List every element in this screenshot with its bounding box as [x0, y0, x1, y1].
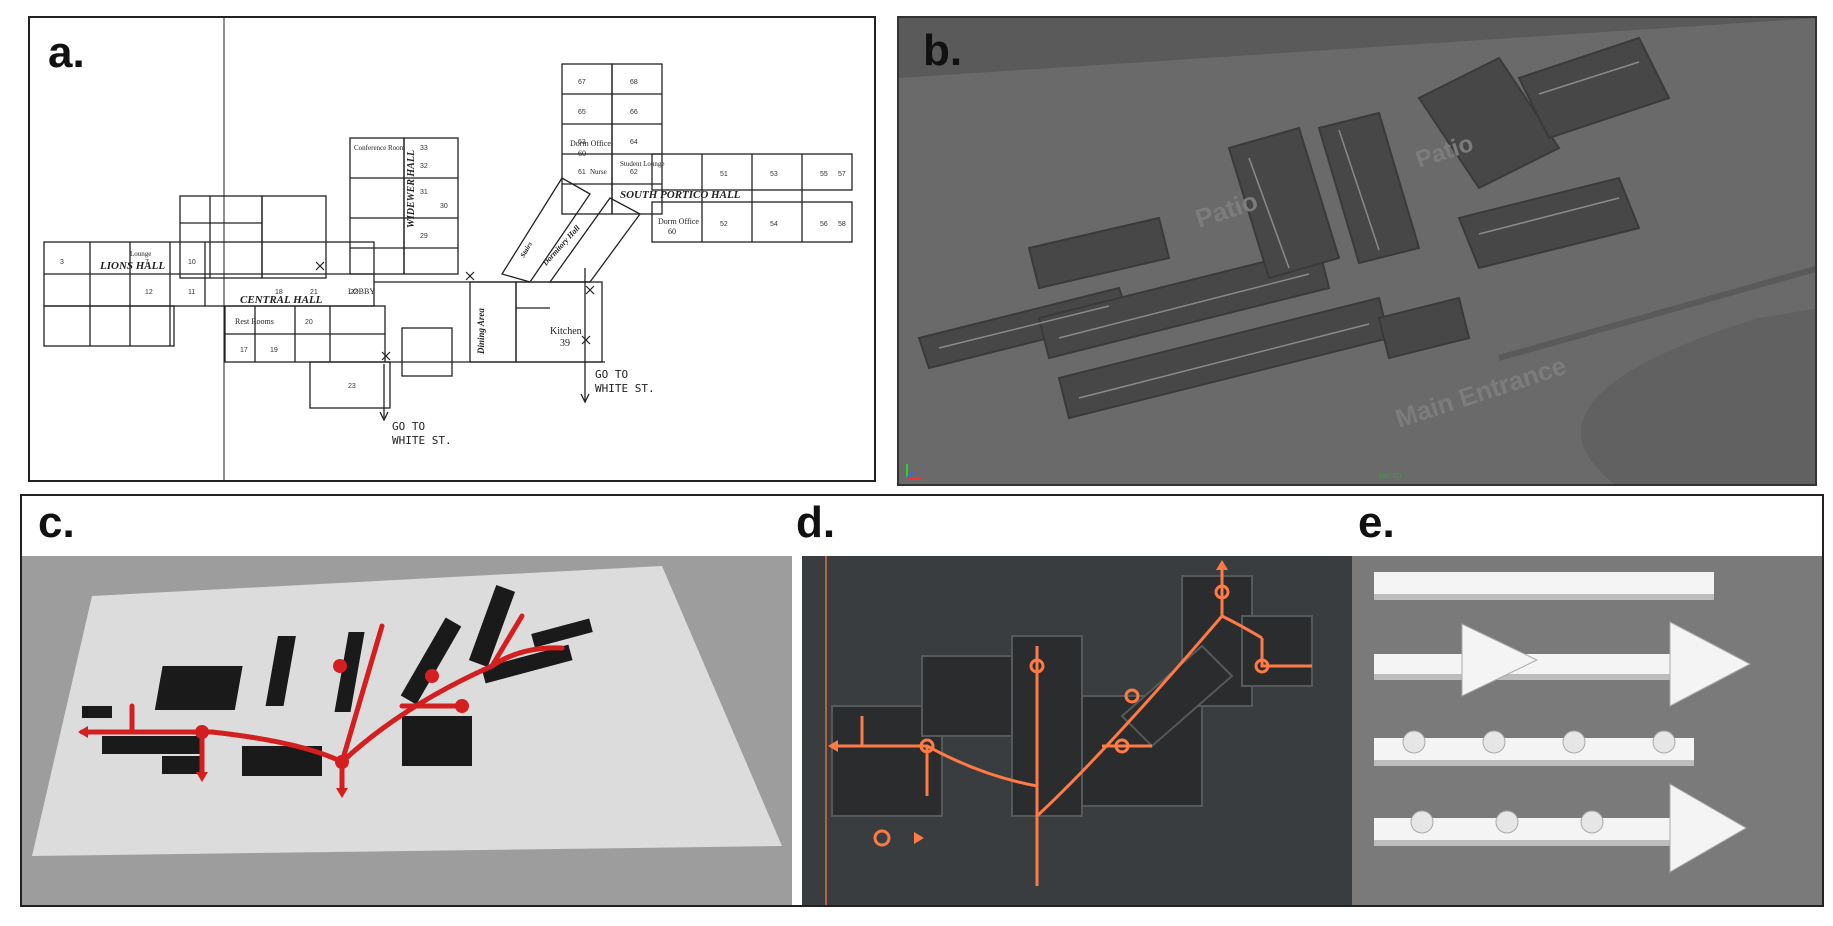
- label-south-portico-hall: SOUTH PORTICO HALL: [620, 189, 741, 201]
- goto-white-st-2-line-1: GO TO: [595, 368, 628, 381]
- tactile-model-render: [32, 566, 782, 856]
- room-number: 53: [770, 171, 778, 178]
- room-number: 12: [145, 289, 153, 296]
- panel-d-printed-model-photo: [802, 556, 1364, 905]
- plain-path-symbol: [1374, 572, 1714, 600]
- label-lions-hall: LIONS HALL: [99, 260, 165, 272]
- label-kitchen-number: 39: [560, 338, 570, 349]
- room-number: 21: [310, 289, 318, 296]
- label-central-hall: CENTRAL HALL: [240, 294, 323, 306]
- panel-label-a: a.: [48, 28, 85, 77]
- room-number: 29: [420, 233, 428, 240]
- room-number: 22: [350, 289, 358, 296]
- panel-c-tactile-model-black-red: [22, 556, 792, 905]
- label-rest-rooms: Rest Rooms: [235, 317, 274, 326]
- room-number: 68: [630, 79, 638, 86]
- room-number: 67: [578, 79, 586, 86]
- label-kitchen: Kitchen: [550, 326, 582, 337]
- bump-arrow-path-symbol: [1374, 783, 1747, 873]
- axis-gizmo-icon: [906, 464, 921, 479]
- room-number: 51: [720, 171, 728, 178]
- room-number: 10: [188, 259, 196, 266]
- room-number: 55: [820, 171, 828, 178]
- label-lobby: LOBBY: [348, 287, 375, 296]
- room-number: 32: [420, 163, 428, 170]
- label-nurse: Nurse: [590, 168, 607, 176]
- room-number: 31: [420, 189, 428, 196]
- room-number: 18: [275, 289, 283, 296]
- panel-label-e: e.: [1358, 498, 1395, 547]
- panels-cde-container: c. d. e.: [20, 494, 1824, 907]
- panel-label-d: d.: [796, 498, 836, 547]
- room-number: 57: [838, 171, 846, 178]
- room-number: 33: [420, 145, 428, 152]
- label-persp: persp: [1379, 470, 1402, 480]
- room-number: 7: [145, 259, 149, 266]
- bump-path-symbol: [1374, 730, 1694, 766]
- room-number: 58: [838, 221, 846, 228]
- printed-model-photo: [802, 556, 1364, 905]
- room-number: 54: [770, 221, 778, 228]
- direction-arrow-path-symbol: [1374, 621, 1752, 707]
- room-number: 64: [630, 139, 638, 146]
- room-number: 23: [348, 383, 356, 390]
- room-number: 52: [720, 221, 728, 228]
- label-conference-room: Conference Room: [354, 144, 406, 152]
- room-number: 19: [270, 347, 278, 354]
- label-dorm-office-2: Dorm Office: [658, 217, 699, 226]
- panel-b-3d-model-render: b. Patio Patio Main: [897, 16, 1817, 486]
- label-student-lounge: Student Lounge: [620, 160, 665, 168]
- goto-white-st-1-line-1: GO TO: [392, 420, 425, 433]
- room-number: 11: [188, 289, 195, 296]
- panel-a-floor-plan: a.: [28, 16, 876, 482]
- room-number: 65: [578, 109, 586, 116]
- label-dorm-office-1: Dorm Office: [570, 139, 611, 148]
- floor-plan-drawing: LIONS HALL CENTRAL HALL SOUTH PORTICO HA…: [43, 18, 853, 480]
- room-number: 3: [60, 259, 64, 266]
- grey-3d-model: Patio Patio Main Entrance persp: [899, 18, 1815, 484]
- room-number: 30: [440, 203, 448, 210]
- room-number: 62: [630, 169, 638, 176]
- room-number: 61: [578, 169, 586, 176]
- room-number: 66: [630, 109, 638, 116]
- room-number: 63: [578, 139, 586, 146]
- goto-white-st-2-line-2: WHITE ST.: [595, 382, 655, 395]
- room-number: 20: [305, 319, 313, 326]
- panel-label-c: c.: [38, 498, 75, 547]
- route-symbols: [1352, 556, 1822, 905]
- room-number: 56: [820, 221, 828, 228]
- label-widewer-hall: WIDEWER HALL: [406, 150, 417, 228]
- label-dorm-office-2-number: 60: [668, 227, 676, 236]
- label-lounge: Lounge: [130, 250, 151, 258]
- panel-label-b: b.: [923, 26, 963, 75]
- room-number: 17: [240, 347, 248, 354]
- panel-e-route-symbol-legend: [1352, 556, 1822, 905]
- label-dorm-office-1-number: 60: [578, 149, 586, 158]
- goto-white-st-1-line-2: WHITE ST.: [392, 434, 452, 447]
- label-dining-area: Dining Area: [476, 308, 486, 355]
